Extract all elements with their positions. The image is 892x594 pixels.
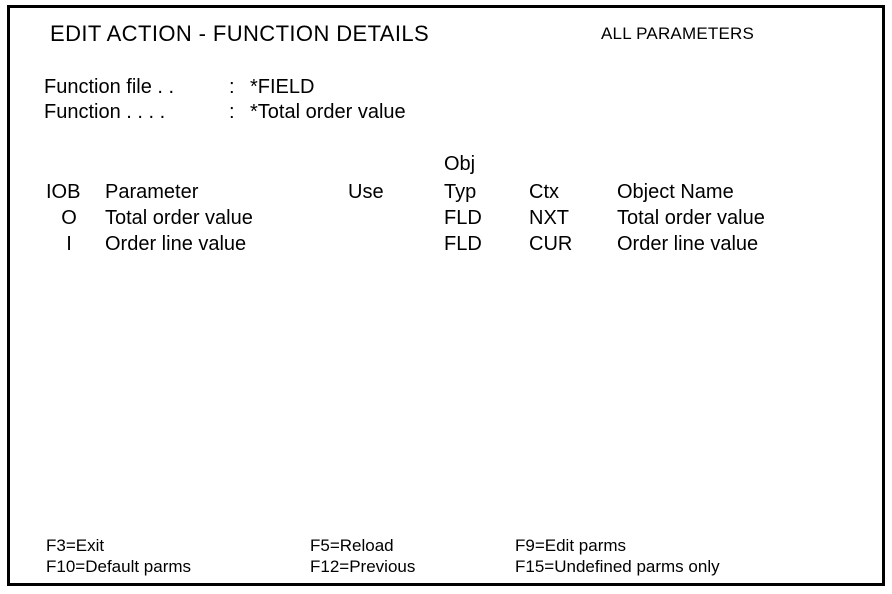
function-label: Function . . . . <box>44 101 166 123</box>
function-key-f15[interactable]: F15=Undefined parms only <box>515 557 720 576</box>
mode-indicator: ALL PARAMETERS <box>601 24 755 43</box>
function-file-value[interactable]: *FIELD <box>250 76 315 98</box>
function-value[interactable]: *Total order value <box>250 101 406 123</box>
column-header-parameter: Parameter <box>105 181 199 203</box>
table-row-typ[interactable]: FLD <box>444 233 482 255</box>
function-separator: : <box>229 101 235 123</box>
page-title: EDIT ACTION - FUNCTION DETAILS <box>50 21 430 46</box>
function-key-f12[interactable]: F12=Previous <box>310 557 416 576</box>
function-key-f9[interactable]: F9=Edit parms <box>515 536 627 555</box>
table-row-iob[interactable]: O <box>61 207 77 229</box>
table-row-object-name[interactable]: Order line value <box>617 233 759 255</box>
function-key-f3[interactable]: F3=Exit <box>46 536 105 555</box>
column-header-use: Use <box>348 181 384 203</box>
column-header-obj-upper: Obj <box>444 153 476 175</box>
table-row-iob[interactable]: I <box>66 233 72 255</box>
table-row-ctx[interactable]: NXT <box>529 207 569 229</box>
table-row-parameter[interactable]: Total order value <box>105 207 253 229</box>
function-key-f10[interactable]: F10=Default parms <box>46 557 192 576</box>
column-header-iob: IOB <box>46 181 81 203</box>
function-file-label: Function file . . <box>44 76 175 98</box>
function-key-f5[interactable]: F5=Reload <box>310 536 394 555</box>
table-row-ctx[interactable]: CUR <box>529 233 573 255</box>
table-row-parameter[interactable]: Order line value <box>105 233 247 255</box>
column-header-ctx: Ctx <box>529 181 559 203</box>
table-row-typ[interactable]: FLD <box>444 207 482 229</box>
terminal-frame: EDIT ACTION - FUNCTION DETAILS ALL PARAM… <box>7 5 885 586</box>
function-file-separator: : <box>229 76 235 98</box>
table-row-object-name[interactable]: Total order value <box>617 207 765 229</box>
column-header-typ: Typ <box>444 181 477 203</box>
column-header-object-name: Object Name <box>617 181 734 203</box>
